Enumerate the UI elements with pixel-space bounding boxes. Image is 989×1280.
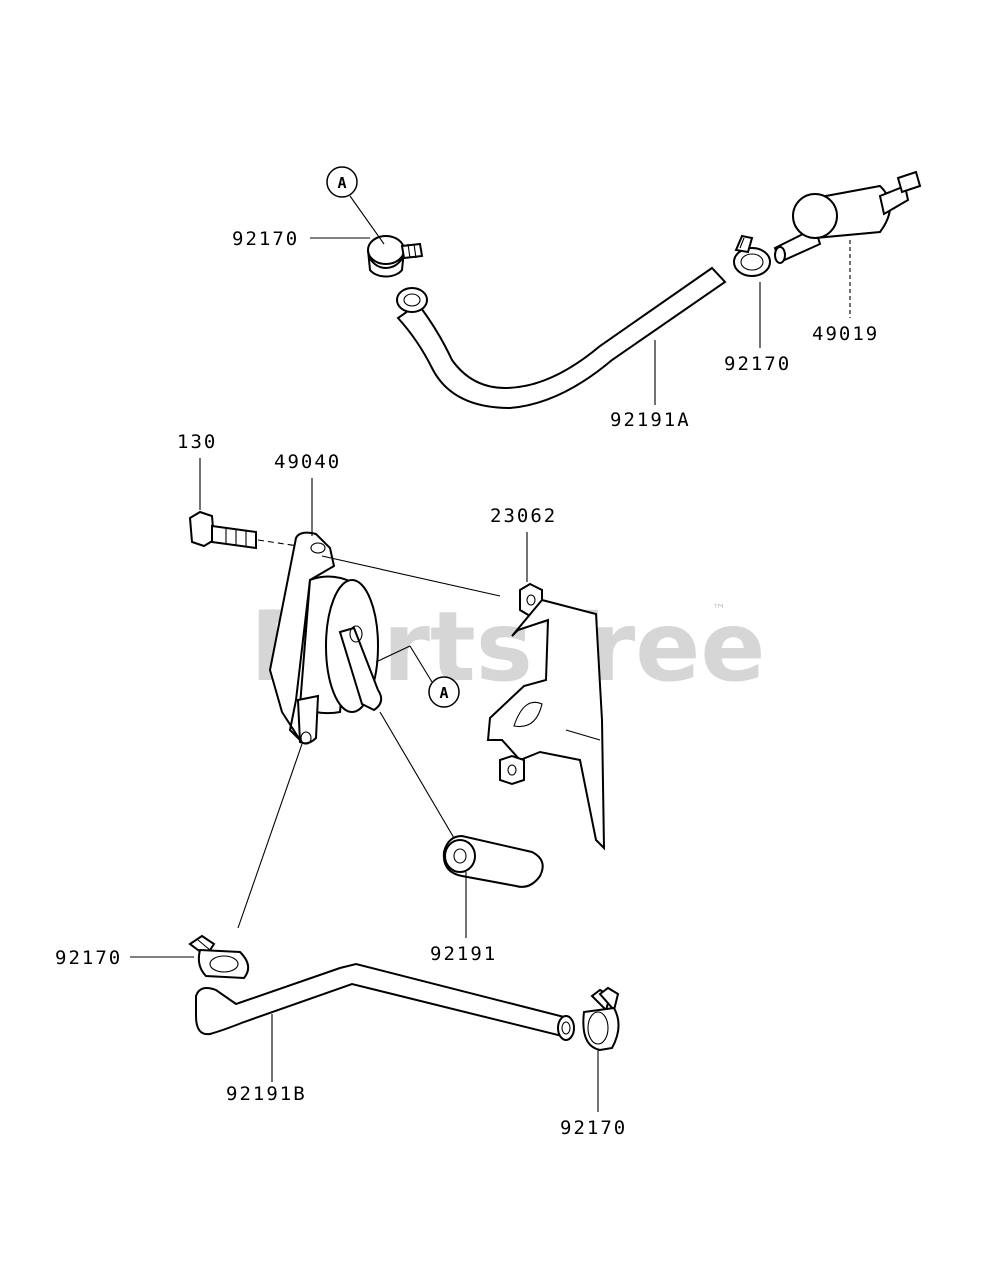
label-bolt: 130 — [177, 431, 217, 453]
label-bracket: 23062 — [490, 505, 557, 527]
bracket-23062[interactable] — [486, 582, 606, 851]
fuel-pump-49040[interactable] — [268, 531, 383, 745]
label-hose-top: 92191A — [610, 409, 691, 431]
callout-a-top: A — [326, 166, 385, 245]
fuel-filter-49019[interactable] — [773, 170, 922, 264]
label-clamp-bottom-right: 92170 — [560, 1117, 627, 1139]
clamp-bottom-right[interactable] — [582, 986, 620, 1052]
clamp-top-right[interactable] — [733, 234, 771, 277]
hose-92191a[interactable] — [396, 266, 727, 410]
label-clamp-top-left: 92170 — [232, 228, 299, 250]
clamp-top-left[interactable] — [367, 235, 424, 278]
label-fuel-pump: 49040 — [274, 451, 341, 473]
bolt-130[interactable] — [188, 510, 257, 550]
clamp-bottom-left[interactable] — [188, 934, 250, 980]
hose-92191b[interactable] — [195, 962, 575, 1041]
label-clamp-top-right: 92170 — [724, 353, 791, 375]
mount-line — [321, 555, 501, 597]
callout-a-middle-letter: A — [439, 684, 448, 702]
watermark-trademark: ™ — [712, 602, 726, 618]
pump-outlet-line — [379, 711, 455, 839]
callout-a-middle: A — [375, 645, 460, 708]
label-hose-short: 92191 — [430, 943, 497, 965]
bolt-axis-line — [257, 539, 299, 547]
hose-92191[interactable] — [442, 834, 544, 888]
pump-inlet-line — [237, 743, 303, 929]
callout-a-top-letter: A — [337, 174, 346, 192]
label-clamp-bottom-left: 92170 — [55, 947, 122, 969]
label-hose-bottom: 92191B — [226, 1083, 307, 1105]
label-fuel-filter: 49019 — [812, 323, 879, 345]
